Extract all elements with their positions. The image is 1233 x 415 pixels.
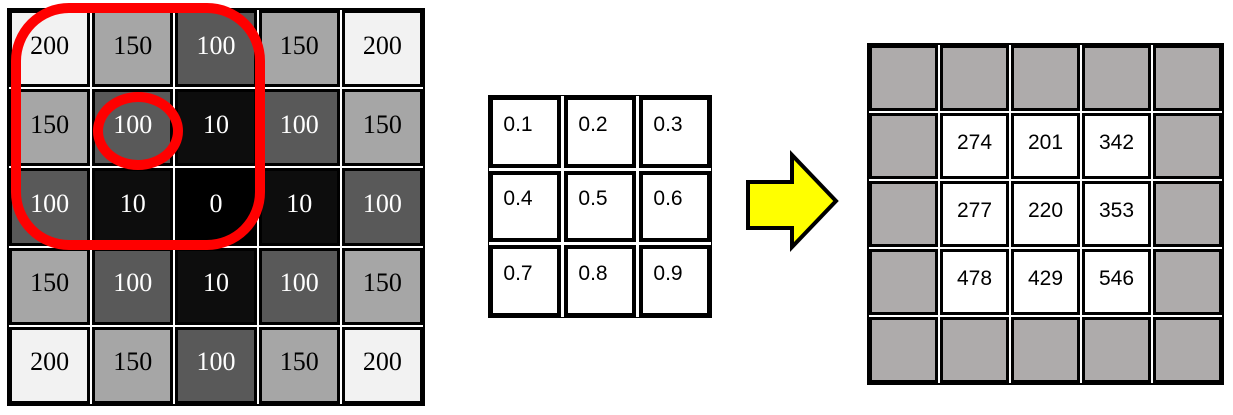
input-grid-cell: 150	[341, 247, 423, 325]
arrow-right-shape	[746, 150, 839, 252]
kernel-grid-cell: 0.8	[564, 245, 636, 317]
output-grid-cell: 478	[940, 249, 1009, 315]
output-grid-cell	[1082, 317, 1151, 383]
output-grid-cell: 277	[940, 181, 1009, 247]
input-grid-cell: 200	[9, 10, 91, 88]
output-grid-cell: 201	[1011, 113, 1080, 179]
input-grid-cell: 150	[9, 247, 91, 325]
output-grid-cell	[1011, 45, 1080, 111]
output-grid-cell: 342	[1082, 113, 1151, 179]
output-grid-cell	[1082, 45, 1151, 111]
output-grid-cell: 546	[1082, 249, 1151, 315]
output-grid-cell	[1011, 317, 1080, 383]
kernel-grid-cell: 0.6	[639, 170, 711, 243]
input-grid-cell: 100	[341, 168, 423, 246]
input-grid-cell: 10	[92, 168, 174, 246]
output-grid-cell	[1153, 181, 1222, 247]
kernel-grid-cell: 0.3	[639, 96, 711, 168]
input-grid-cell: 150	[258, 326, 340, 404]
output-grid-cell: 353	[1082, 181, 1151, 247]
input-grid-cell: 10	[175, 89, 257, 167]
kernel-grid-cell: 0.5	[564, 170, 636, 243]
output-grid-cell	[869, 317, 938, 383]
input-grid-cell: 150	[341, 89, 423, 167]
input-grid-cell: 200	[341, 10, 423, 88]
kernel-grid-cell: 0.2	[564, 96, 636, 168]
kernel-grid-cell: 0.4	[489, 170, 561, 243]
output-grid-cell: 220	[1011, 181, 1080, 247]
output-grid-cell: 274	[940, 113, 1009, 179]
input-grid-cell: 100	[258, 247, 340, 325]
input-grid-cell: 100	[92, 247, 174, 325]
kernel-grid-cell: 0.1	[489, 96, 561, 168]
input-grid-cell: 150	[258, 10, 340, 88]
output-grid-cell	[1153, 249, 1222, 315]
input-grid-cell: 150	[92, 326, 174, 404]
output-grid-cell	[869, 45, 938, 111]
input-grid-cell: 200	[9, 326, 91, 404]
output-grid-cell	[869, 181, 938, 247]
output-grid-cell	[1153, 317, 1222, 383]
input-grid-cell: 100	[92, 89, 174, 167]
input-grid-cell: 100	[9, 168, 91, 246]
input-grid-cell: 10	[258, 168, 340, 246]
input-grid-cell: 200	[341, 326, 423, 404]
kernel-grid-cell: 0.7	[489, 245, 561, 317]
arrow-right-icon	[746, 150, 839, 252]
output-grid-cell	[940, 45, 1009, 111]
input-grid-cell: 10	[175, 247, 257, 325]
output-grid-cell	[940, 317, 1009, 383]
kernel-grid-cell: 0.9	[639, 245, 711, 317]
output-grid-cell	[869, 249, 938, 315]
input-grid-cell: 100	[258, 89, 340, 167]
output-grid-cell	[1153, 45, 1222, 111]
input-grid-cell: 100	[175, 326, 257, 404]
input-grid-cell: 150	[92, 10, 174, 88]
output-grid-cell: 429	[1011, 249, 1080, 315]
output-grid-cell	[1153, 113, 1222, 179]
output-grid-cell	[869, 113, 938, 179]
input-grid-cell: 150	[9, 89, 91, 167]
input-grid-cell: 100	[175, 10, 257, 88]
input-grid-cell: 0	[175, 168, 257, 246]
